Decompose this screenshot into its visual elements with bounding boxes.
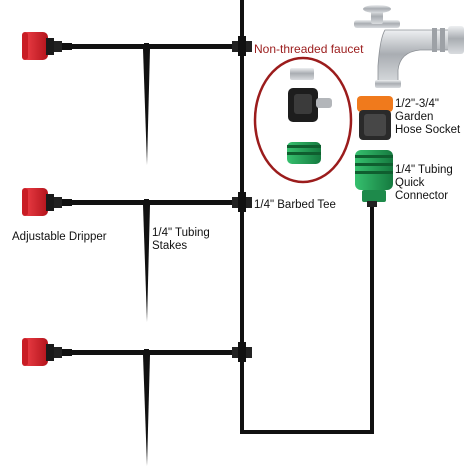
faucet-icon bbox=[354, 5, 464, 88]
quick-connector-label: 1/4" Tubing Quick Connector bbox=[395, 164, 453, 202]
barbed-tee-icon bbox=[232, 36, 252, 56]
main-tubing-line bbox=[240, 0, 244, 434]
barbed-tee-label: 1/4" Barbed Tee bbox=[254, 199, 336, 211]
dripper-icon bbox=[22, 188, 72, 216]
dripper-icon bbox=[22, 32, 72, 60]
stake-icon bbox=[143, 349, 150, 466]
barbed-tee-icon bbox=[232, 192, 252, 212]
return-tubing-bottom bbox=[240, 430, 374, 434]
dripper-row-3 bbox=[22, 338, 252, 466]
stake-icon bbox=[143, 43, 150, 165]
dripper-label: Adjustable Dripper bbox=[12, 231, 107, 243]
branch-tubing bbox=[70, 200, 242, 205]
quick-connector-icon bbox=[355, 150, 393, 207]
hose-socket-label: 1/2"-3/4" Garden Hose Socket bbox=[395, 98, 461, 136]
faucet-label: Non-threaded faucet bbox=[254, 42, 364, 56]
stakes-label: 1/4" Tubing Stakes bbox=[152, 227, 210, 252]
branch-tubing bbox=[70, 44, 242, 49]
stake-icon bbox=[143, 199, 150, 322]
return-tubing-up bbox=[370, 205, 374, 434]
barbed-tee-icon bbox=[232, 342, 252, 362]
faucet-adapter-callout bbox=[253, 56, 353, 184]
branch-tubing bbox=[70, 350, 242, 355]
hose-socket-icon bbox=[357, 96, 393, 140]
dripper-row-1 bbox=[22, 32, 252, 165]
dripper-row-2 bbox=[22, 188, 252, 322]
faucet-adapter-icon bbox=[287, 68, 332, 164]
dripper-icon bbox=[22, 338, 72, 366]
